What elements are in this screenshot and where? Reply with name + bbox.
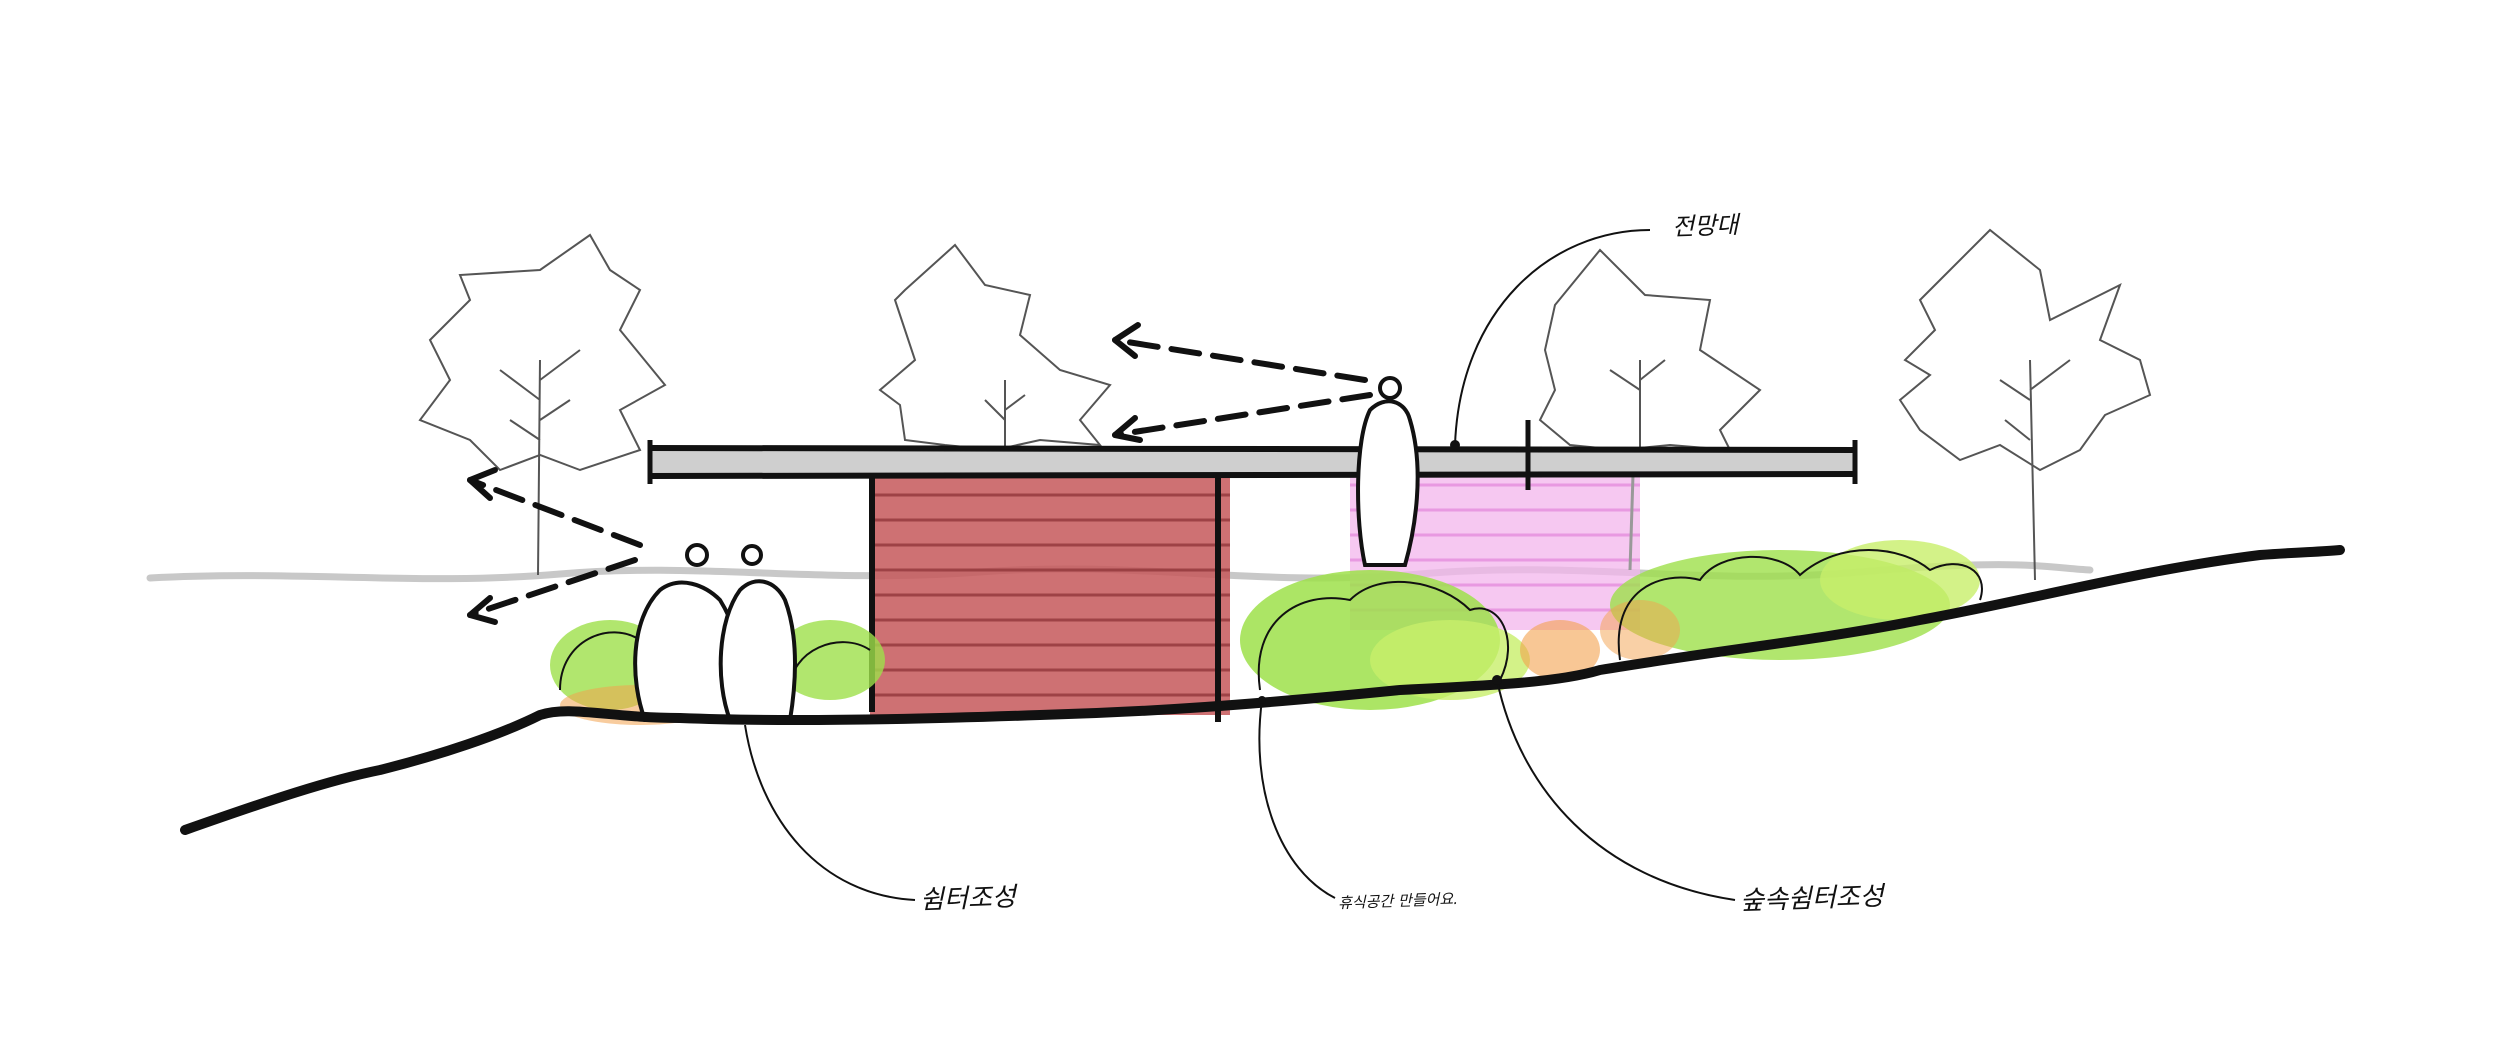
tree-mid xyxy=(878,243,1112,452)
red-block xyxy=(869,470,1230,722)
tree-right xyxy=(1538,248,1762,452)
tree-far-right xyxy=(1898,228,2152,581)
person-deck xyxy=(1356,376,1420,567)
rest-area-label: 쉼터조성 xyxy=(919,882,1017,916)
observation-deck-label: 전망대 xyxy=(1671,210,1739,242)
shrubs-middle xyxy=(1240,570,1600,710)
leader-dots xyxy=(1258,440,1502,704)
leader-lines xyxy=(744,229,1736,901)
shade-note-label: 휴식공간 만들어요. xyxy=(1337,889,1459,913)
forest-area-label: 숲속쉼터조성 xyxy=(1739,881,1885,917)
ground-line xyxy=(180,545,2345,835)
person-left-b xyxy=(718,544,797,722)
deck-slab xyxy=(647,420,1858,490)
arrow-heads xyxy=(467,322,1143,625)
sight-arrows xyxy=(467,337,1373,618)
tree-left xyxy=(418,233,667,576)
